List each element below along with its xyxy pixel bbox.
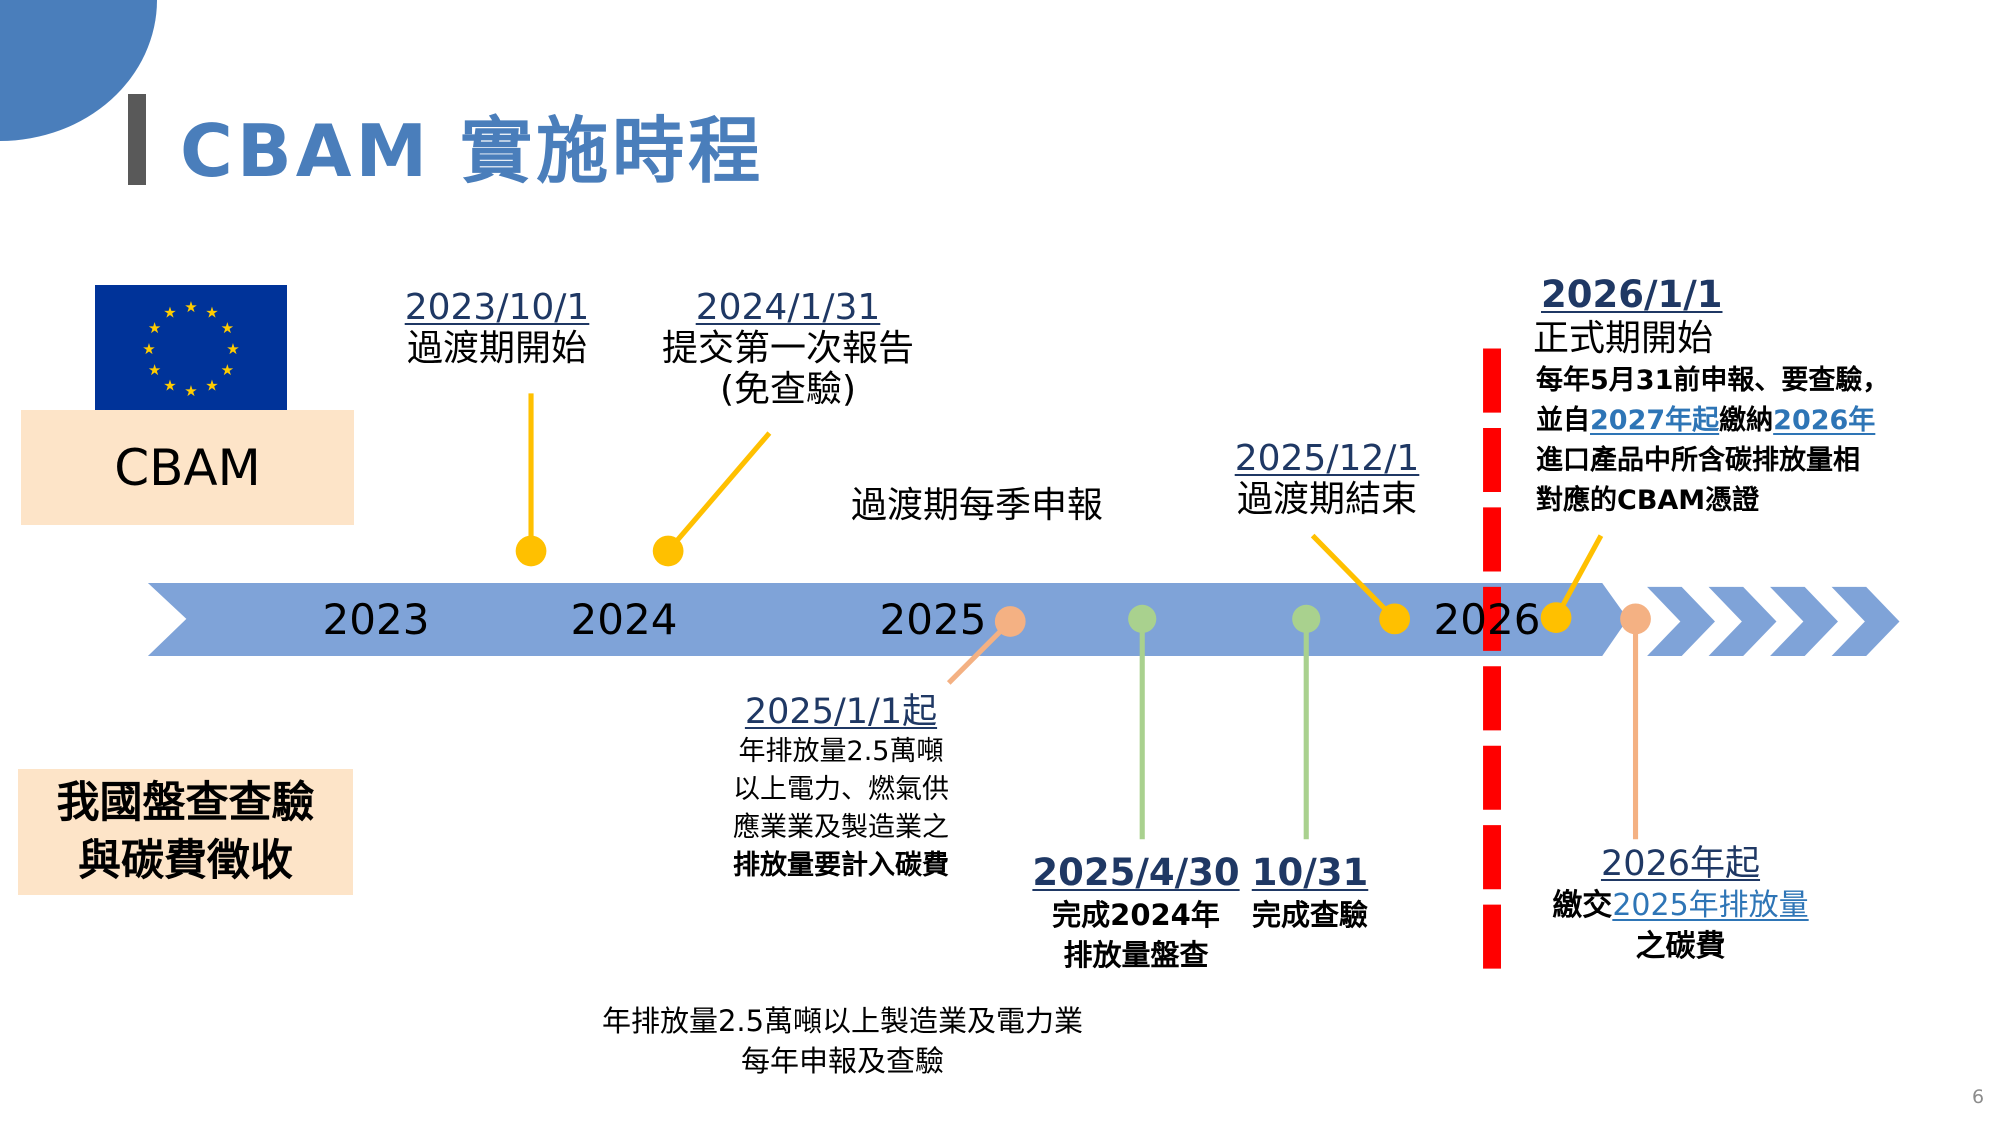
eu-star-icon: ★ bbox=[148, 361, 161, 379]
connector-line bbox=[1310, 533, 1397, 621]
cbam-label: CBAM bbox=[114, 438, 261, 497]
event-text: 完成2024年 bbox=[1052, 898, 1220, 932]
formal-line: 並自2027年起繳納2026年 bbox=[1536, 405, 1876, 436]
event-2025-12-1: 2025/12/1 過渡期結束 bbox=[1199, 438, 1455, 520]
taiwan-label-line: 我國盤查查驗 bbox=[56, 778, 315, 828]
milestone-dot bbox=[652, 535, 684, 567]
connector-line bbox=[1553, 534, 1604, 619]
milestone-dot bbox=[1128, 604, 1157, 633]
formal-line: 對應的CBAM憑證 bbox=[1536, 485, 1760, 516]
bottom-note-line: 每年申報及查驗 bbox=[740, 1044, 944, 1078]
event-date: 2025/12/1 bbox=[1234, 438, 1420, 479]
page-title: CBAM 實施時程 bbox=[180, 109, 765, 193]
event-2023-10-1: 2023/10/1 過渡期開始 bbox=[369, 287, 625, 369]
event-text: 排放量要計入碳費 bbox=[733, 850, 949, 881]
event-10-31: 10/31 完成查驗 bbox=[1233, 851, 1387, 935]
event-text: 年排放量2.5萬噸 bbox=[738, 736, 944, 767]
year-label: 2024 bbox=[570, 595, 678, 644]
event-date: 2025/1/1起 bbox=[744, 692, 938, 732]
milestone-dot bbox=[994, 606, 1026, 637]
milestone-dot bbox=[515, 535, 547, 567]
eu-star-icon: ★ bbox=[148, 319, 161, 337]
bottom-note-line: 年排放量2.5萬噸以上製造業及電力業 bbox=[601, 1004, 1084, 1038]
milestone-dot bbox=[1379, 603, 1411, 635]
event-text: 過渡期結束 bbox=[1236, 479, 1417, 520]
event-heading: 正式期開始 bbox=[1533, 318, 1714, 359]
event-text: 提交第一次報告 bbox=[661, 328, 914, 369]
taiwan-label-line: 與碳費徵收 bbox=[78, 836, 293, 886]
eu-star-icon: ★ bbox=[184, 382, 197, 400]
milestone-dot bbox=[1292, 604, 1321, 633]
formal-line: 每年5月31前申報、要查驗， bbox=[1536, 365, 1890, 396]
eu-star-icon: ★ bbox=[163, 304, 176, 322]
event-2026-carbon-fee: 2026年起 繳交2025年排放量 之碳費 bbox=[1514, 844, 1847, 967]
eu-star-icon: ★ bbox=[205, 304, 218, 322]
event-2025-1-1: 2025/1/1起 年排放量2.5萬噸 以上電力、燃氣供 應業業及製造業之 排放… bbox=[700, 691, 982, 885]
eu-star-icon: ★ bbox=[205, 376, 218, 394]
eu-star-icon: ★ bbox=[226, 340, 239, 358]
event-date: 2026/1/1 bbox=[1541, 273, 1723, 316]
formal-line: 進口產品中所含碳排放量相 bbox=[1536, 445, 1860, 476]
chevron-arrows bbox=[1647, 586, 1900, 657]
year-label: 2025 bbox=[879, 595, 987, 644]
cbam-label-box: CBAM bbox=[21, 410, 354, 525]
connector-line bbox=[666, 431, 772, 553]
eu-star-icon: ★ bbox=[184, 298, 197, 316]
event-text: 以上電力、燃氣供 bbox=[733, 774, 949, 805]
milestone-dot bbox=[1540, 602, 1572, 633]
year-label: 2023 bbox=[322, 595, 430, 644]
event-text: 之碳費 bbox=[1635, 929, 1726, 964]
taiwan-label-box: 我國盤查查驗 與碳費徵收 bbox=[18, 769, 353, 895]
timeline-arrow-band bbox=[147, 583, 1628, 657]
year-label: 2026 bbox=[1433, 595, 1541, 644]
event-date: 2026年起 bbox=[1600, 844, 1761, 884]
event-date: 2023/10/1 bbox=[404, 287, 590, 328]
event-text: 繳交2025年排放量 bbox=[1552, 888, 1809, 923]
eu-star-icon: ★ bbox=[221, 319, 234, 337]
eu-star-icon: ★ bbox=[221, 361, 234, 379]
event-date: 10/31 bbox=[1251, 851, 1369, 894]
event-2025-4-30: 2025/4/30 完成2024年 排放量盤查 bbox=[1008, 851, 1264, 975]
eu-star-icon: ★ bbox=[163, 376, 176, 394]
title-accent-bar bbox=[128, 94, 146, 185]
event-date: 2025/4/30 bbox=[1032, 851, 1240, 894]
event-text: 排放量盤查 bbox=[1063, 938, 1209, 972]
milestone-dot bbox=[1620, 603, 1651, 635]
page-number: 6 bbox=[1972, 1086, 1985, 1108]
quarterly-report-label: 過渡期每季申報 bbox=[850, 485, 1103, 526]
event-text: 過渡期開始 bbox=[406, 328, 587, 369]
event-text: 完成查驗 bbox=[1251, 898, 1368, 932]
event-2024-1-31: 2024/1/31 提交第一次報告 (免查驗) bbox=[647, 287, 929, 410]
event-date: 2024/1/31 bbox=[695, 287, 881, 328]
event-text: (免查驗) bbox=[719, 369, 857, 410]
eu-star-icon: ★ bbox=[142, 340, 155, 358]
eu-flag-icon: ★★★★★★★★★★★★ bbox=[95, 285, 287, 413]
bottom-note: 年排放量2.5萬噸以上製造業及電力業 每年申報及查驗 bbox=[522, 1001, 1163, 1081]
event-2026-1-1: 2026/1/1 正式期開始 每年5月31前申報、要查驗， 並自2027年起繳納… bbox=[1533, 273, 1973, 521]
event-text: 應業業及製造業之 bbox=[733, 812, 949, 843]
